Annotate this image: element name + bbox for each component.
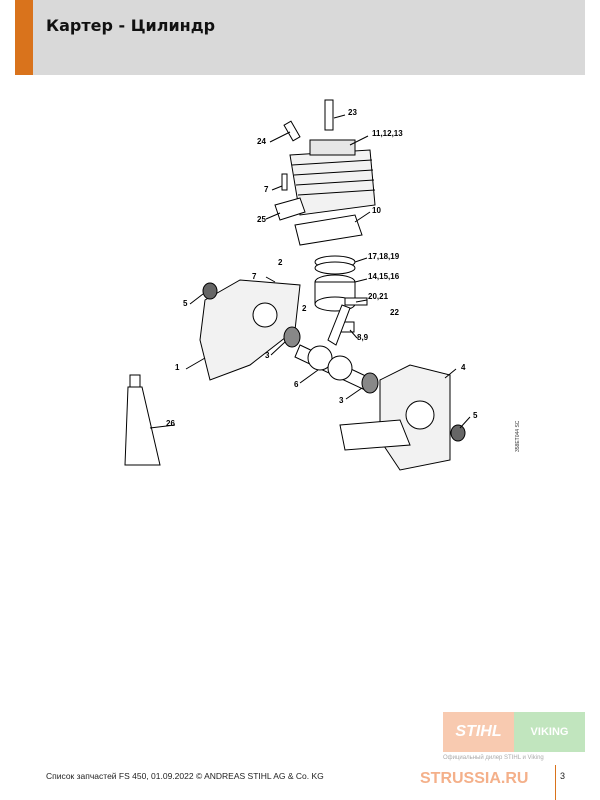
page-number: 3 (560, 771, 566, 781)
cylinder (289, 139, 376, 216)
callout: 17,18,19 (368, 252, 400, 261)
callout: 7 (252, 272, 257, 281)
callout: 4 (461, 363, 466, 372)
piston (314, 274, 356, 312)
callout: 5 (183, 299, 188, 308)
stihl-logo: STIHL (443, 712, 514, 752)
cylinder-gasket (294, 214, 363, 246)
page-number-divider (555, 765, 556, 800)
callout-labels: 23 24 11,12,13 7 25 10 17,18,19 2 7 14,1… (166, 108, 478, 428)
callout: 7 (264, 185, 269, 194)
oil-seal-2 (450, 424, 466, 442)
exploded-parts-diagram: 23 24 11,12,13 7 25 10 17,18,19 2 7 14,1… (124, 99, 478, 471)
callout: 10 (372, 206, 381, 215)
page-title: Картер - Цилиндр (46, 16, 216, 35)
screw (281, 173, 288, 191)
crankcase-half-left (199, 279, 301, 381)
callout: 25 (257, 215, 266, 224)
callout: 22 (390, 308, 399, 317)
crankshaft (294, 304, 371, 391)
grease-tube (124, 374, 161, 466)
diagram-code: 358ET044 SC (515, 420, 521, 452)
callout: 5 (473, 411, 478, 420)
callout: 20,21 (368, 292, 389, 301)
watermark-site: STRUSSIA.RU (420, 770, 529, 787)
gasket-25 (274, 197, 306, 221)
callout: 6 (294, 380, 299, 389)
viking-logo: VIKING (514, 712, 585, 752)
callout: 26 (166, 419, 175, 428)
callout: 14,15,16 (368, 272, 400, 281)
callout: 2 (278, 258, 283, 267)
dealer-watermark-logo: STIHL VIKING (443, 712, 585, 752)
callout: 23 (348, 108, 357, 117)
callout: 24 (257, 137, 266, 146)
bearing-2 (361, 372, 379, 394)
oil-seal (202, 282, 218, 300)
decompression-valve (283, 120, 301, 142)
callout: 2 (302, 304, 307, 313)
bearing (283, 326, 301, 348)
callout: 3 (265, 351, 270, 360)
watermark-subtitle: Официальный дилер STIHL и Viking (443, 755, 544, 761)
spark-plug (324, 99, 334, 131)
callout: 8,9 (357, 333, 369, 342)
header-band (15, 0, 585, 75)
callout: 11,12,13 (372, 129, 403, 138)
callout: 3 (339, 396, 344, 405)
header-accent-bar (15, 0, 33, 75)
callout: 1 (175, 363, 180, 372)
footer-text: Список запчастей FS 450, 01.09.2022 © AN… (46, 771, 324, 781)
